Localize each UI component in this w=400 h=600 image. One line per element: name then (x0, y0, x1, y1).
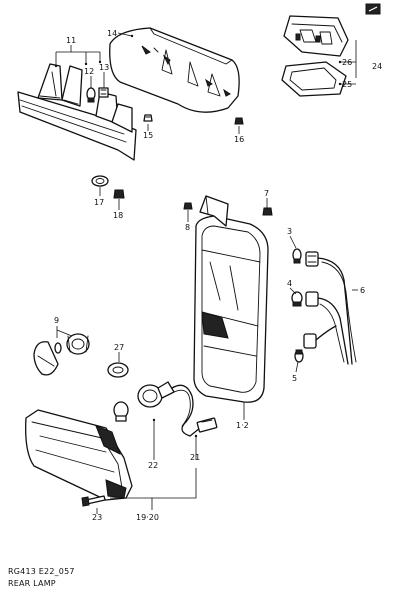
diagram-title: REAR LAMP (8, 579, 56, 588)
callout-7: 7 (264, 189, 269, 198)
callout-4: 4 (287, 279, 292, 288)
callout-25: 25 (342, 80, 352, 89)
callout-5: 5 (292, 374, 297, 383)
screw-23 (81, 495, 106, 507)
callout-13: 13 (99, 63, 109, 72)
wiring-harness-6 (315, 257, 357, 365)
grommet-17 (91, 175, 109, 187)
lower-lamp-wire-21 (171, 384, 201, 437)
callout-27: 27 (114, 343, 124, 352)
callout-17: 17 (94, 198, 104, 207)
socket-3 (305, 251, 319, 267)
callout-24: 24 (372, 62, 382, 71)
corner-arrow-icon (365, 3, 381, 15)
bulb-4 (291, 291, 303, 307)
side-marker-socket (66, 333, 90, 355)
callout-16: 16 (234, 135, 244, 144)
callout-18: 18 (113, 211, 123, 220)
callout-12: 12 (84, 67, 94, 76)
bulb-socket-13 (98, 87, 109, 98)
bulb-5 (294, 349, 304, 363)
callout-23: 23 (92, 513, 102, 522)
screw-8 (183, 202, 193, 210)
side-marker-lens (33, 341, 59, 376)
rear-combination-lamp (193, 215, 269, 403)
license-lamp-lens (281, 61, 347, 97)
lower-lamp-socket (137, 381, 175, 408)
rear-lower-lamp-housing (25, 409, 133, 501)
callout-26: 26 (342, 58, 352, 67)
callout-22: 22 (148, 461, 158, 470)
lower-lamp-bulb (113, 401, 129, 422)
callout-8: 8 (185, 223, 190, 232)
screw-7 (262, 207, 273, 216)
leader-dots (54, 34, 342, 438)
bulb-3 (292, 248, 302, 264)
side-marker-bulb (54, 342, 62, 354)
callout-3: 3 (287, 227, 292, 236)
callout-labels: 11 12 13 14 15 16 17 18 7 8 3 4 5 6 1·2 … (54, 29, 382, 522)
callout-6: 6 (360, 286, 365, 295)
callout-11: 11 (66, 36, 76, 45)
callout-9: 9 (54, 316, 59, 325)
callout-15: 15 (143, 131, 153, 140)
callout-19-20: 19·20 (136, 513, 159, 522)
socket-5 (303, 333, 317, 349)
socket-4 (305, 291, 319, 307)
lamp-bracket (199, 195, 229, 227)
high-mount-stop-lamp-housing (17, 63, 137, 161)
screw-16 (234, 117, 244, 125)
callout-1-2: 1·2 (236, 421, 249, 430)
grommet-27 (107, 362, 129, 378)
diagram-code: RG413 E22_057 (8, 567, 75, 576)
callout-14: 14 (107, 29, 117, 38)
nut-18 (113, 189, 125, 199)
stop-lamp-bulb (86, 87, 96, 103)
leader-lines (55, 32, 358, 514)
wire-connector (196, 417, 218, 433)
callout-21: 21 (190, 453, 200, 462)
high-mount-stop-lamp-cover (109, 27, 240, 113)
screw-15 (143, 114, 153, 122)
license-lamp-housing (283, 15, 349, 57)
